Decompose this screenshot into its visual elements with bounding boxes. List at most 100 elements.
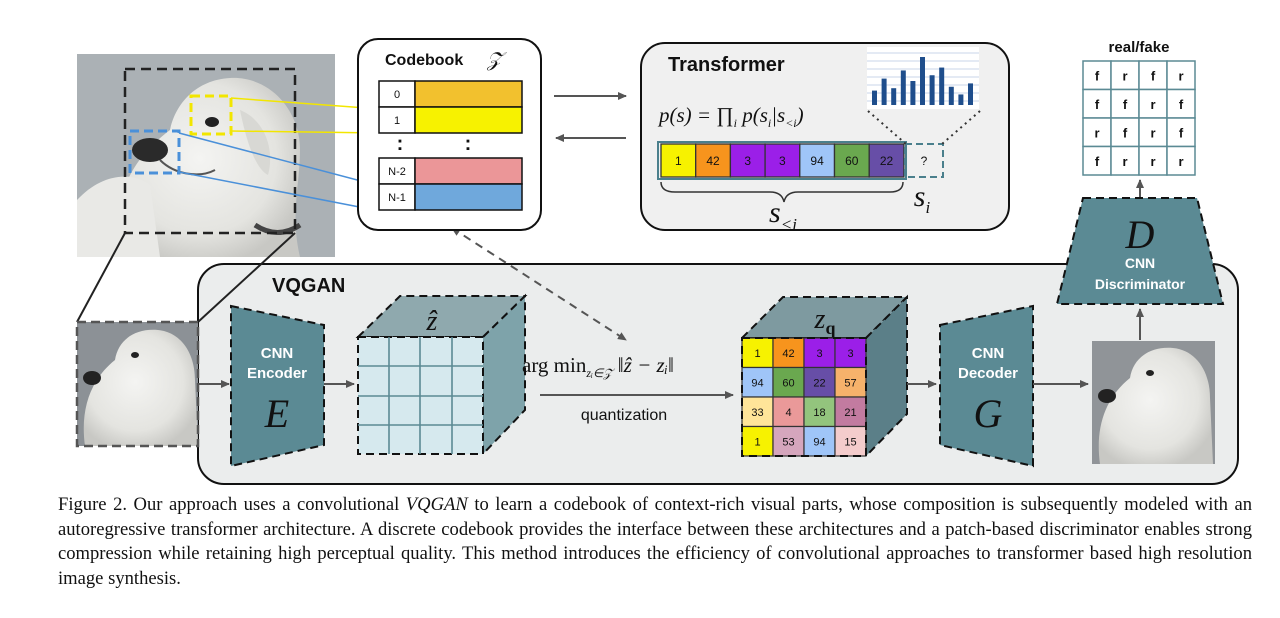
patch-yellow (189, 94, 233, 136)
real-fake-cell: f (1166, 88, 1196, 119)
z-q-cell: 1 (741, 425, 774, 457)
patch-blue (128, 129, 181, 175)
z-q-cell: 1 (741, 337, 774, 369)
quantization-op: arg minzᵢ∈𝒵 ‖ẑ − zᵢ‖ quantization (522, 353, 734, 424)
z-q-cell: 94 (803, 425, 836, 457)
z-q-cell: 94 (741, 366, 774, 398)
svg-text:94: 94 (751, 377, 763, 389)
svg-text:f: f (1123, 125, 1128, 140)
svg-text:1: 1 (754, 436, 760, 448)
z-q-cell: 3 (803, 337, 836, 369)
blue-link (178, 132, 381, 187)
svg-text:1: 1 (394, 115, 400, 127)
svg-text:CNN: CNN (1125, 255, 1155, 271)
svg-text:42: 42 (706, 154, 720, 168)
real-fake-cell: f (1110, 88, 1140, 119)
next-token-slot (904, 143, 944, 178)
real-fake-cell: r (1138, 117, 1168, 148)
svg-text:60: 60 (782, 377, 794, 389)
sequence-token: 60 (833, 143, 870, 178)
vqgan-title: VQGAN (272, 275, 345, 297)
real-fake-cell: r (1166, 145, 1196, 176)
codebook-panel: Codebook 𝒵 01N-2N-1 : : (357, 38, 542, 231)
svg-text:3: 3 (744, 154, 751, 168)
transformer-formula: p(s) = ∏i p(si|s<i) (657, 103, 804, 130)
histogram-bar (891, 88, 897, 105)
vqgan-diagram: VQGAN CNN Encoder E (75, 38, 1239, 485)
z-q-cell: 18 (803, 396, 836, 428)
cnn-discriminator: D CNN Discriminator (1055, 197, 1225, 305)
svg-text:r: r (1122, 154, 1127, 169)
svg-text:𝒵: 𝒵 (486, 49, 507, 71)
real-fake-cell: r (1110, 60, 1140, 91)
svg-text:r: r (1150, 97, 1155, 112)
sequence-token: 1 (660, 143, 697, 178)
figure-caption: Figure 2. Our approach uses a convolutio… (58, 494, 1253, 589)
real-fake-cell: f (1166, 117, 1196, 148)
svg-text:N-2: N-2 (388, 166, 406, 178)
svg-text:3: 3 (816, 348, 822, 360)
real-fake-cell: r (1110, 145, 1140, 176)
svg-text:arg minzᵢ∈𝒵 ‖ẑ − zᵢ‖: arg minzᵢ∈𝒵 ‖ẑ − zᵢ‖ (522, 353, 674, 380)
codebook-lookup-arrow (451, 227, 627, 341)
svg-text:D: D (1125, 212, 1155, 257)
z-hat-tensor: ẑ (355, 293, 528, 457)
svg-text:1: 1 (675, 154, 682, 168)
z-q-cell: 42 (772, 337, 805, 369)
cnn-decoder: CNN Decoder G (939, 304, 1034, 468)
svg-text:quantization: quantization (581, 407, 667, 424)
svg-text:Codebook: Codebook (385, 52, 463, 69)
svg-text:E: E (264, 391, 289, 436)
svg-text:0: 0 (394, 89, 400, 101)
svg-text:Transformer: Transformer (668, 54, 785, 76)
real-fake-cell: r (1138, 88, 1168, 119)
z-q-cell: 33 (741, 396, 774, 428)
input-dog-image (77, 322, 198, 446)
sequence-token: 42 (695, 143, 732, 178)
histogram-bar (939, 67, 945, 105)
svg-text:15: 15 (844, 436, 856, 448)
svg-text:f: f (1123, 97, 1128, 112)
svg-text:r: r (1178, 154, 1183, 169)
histogram-bar (910, 81, 916, 105)
z-q-cell: 60 (772, 366, 805, 398)
z-q-cell: 4 (772, 396, 805, 428)
sequence-token: 3 (729, 143, 766, 178)
svg-text:N-1: N-1 (388, 192, 406, 204)
context-brace (660, 181, 904, 203)
svg-text:CNN: CNN (261, 345, 294, 362)
svg-text:3: 3 (779, 154, 786, 168)
real-fake-cell: f (1138, 60, 1168, 91)
codebook-entry: 1 (378, 106, 523, 134)
codebook-entry: N-1 (378, 183, 523, 211)
svg-text:r: r (1150, 125, 1155, 140)
histogram-bar (872, 90, 877, 105)
histogram-bar (881, 78, 887, 105)
output-dog-image (1092, 341, 1215, 464)
svg-text:21: 21 (844, 407, 856, 419)
z-q-cell: 53 (772, 425, 805, 457)
svg-text:Discriminator: Discriminator (1095, 276, 1186, 292)
histogram-bar (900, 70, 906, 105)
svg-text:r: r (1122, 68, 1127, 83)
z-q-cell: 3 (834, 337, 867, 369)
z-q-cell: 21 (834, 396, 867, 428)
svg-text:f: f (1179, 125, 1184, 140)
svg-text:?: ? (921, 154, 928, 168)
svg-text:f: f (1095, 154, 1100, 169)
svg-text:4: 4 (785, 407, 791, 419)
svg-text:G: G (974, 391, 1003, 436)
large-dog-image (77, 54, 335, 257)
histogram-bar (929, 75, 935, 105)
histogram-bar (958, 94, 964, 105)
z-q-cell: 15 (834, 425, 867, 457)
svg-text:f: f (1095, 97, 1100, 112)
svg-text:f: f (1179, 97, 1184, 112)
crop-region (123, 67, 297, 235)
sequence-token: 22 (868, 143, 905, 178)
codebook-entry: N-2 (378, 157, 523, 185)
